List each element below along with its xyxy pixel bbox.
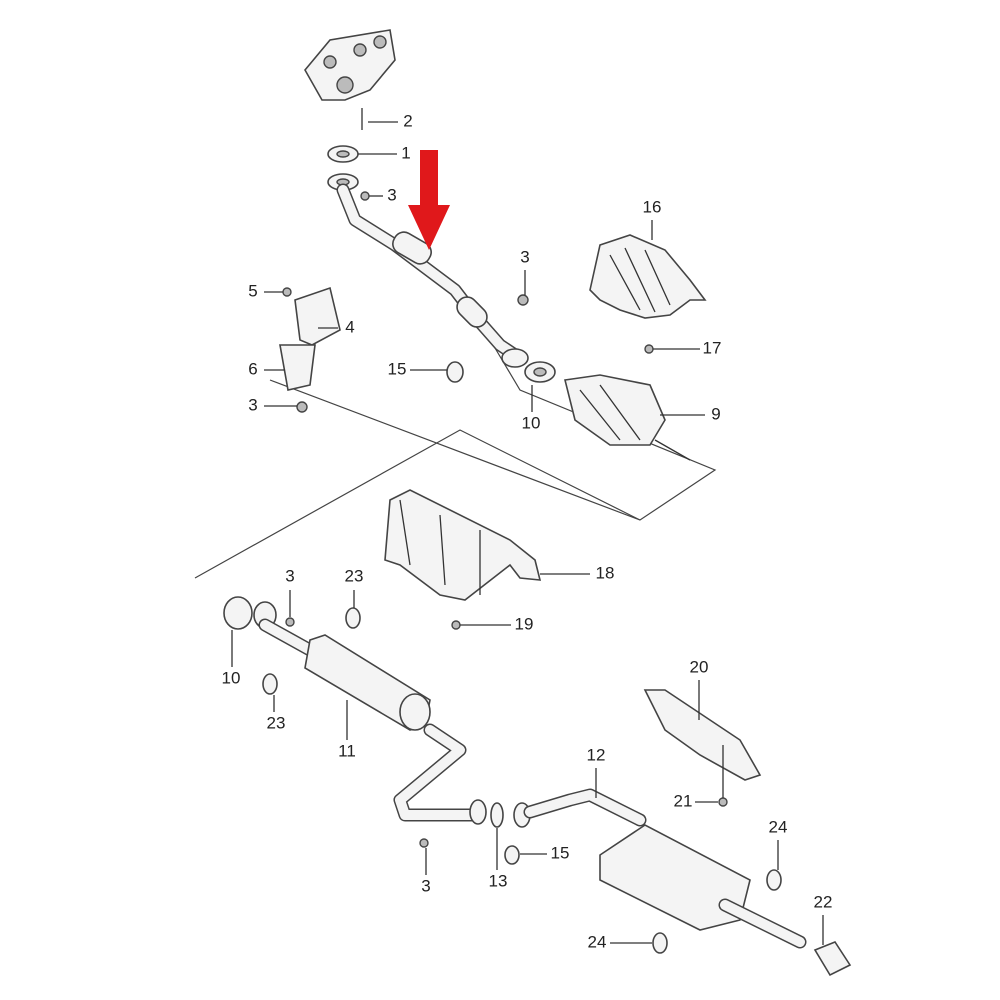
callout-24: 24 xyxy=(769,817,788,836)
callout-1: 1 xyxy=(401,143,410,162)
rear-muffler xyxy=(513,788,807,949)
nut-3d xyxy=(419,838,429,848)
callout-3: 3 xyxy=(421,876,430,895)
callout-21: 21 xyxy=(674,791,693,810)
gasket-13 xyxy=(490,802,504,828)
heat-shield-20 xyxy=(643,689,762,781)
callout-17: 17 xyxy=(703,338,722,357)
gaskets-1 xyxy=(327,145,359,191)
callout-3: 3 xyxy=(248,395,257,414)
callout-16: 16 xyxy=(643,197,662,216)
callout-22: 22 xyxy=(814,892,833,911)
nut-3b xyxy=(517,294,529,306)
red-down-arrow-icon xyxy=(408,150,450,250)
callout-5: 5 xyxy=(248,281,257,300)
callout-13: 13 xyxy=(489,871,508,890)
hanger-23-bottom xyxy=(262,673,278,695)
nut-21 xyxy=(718,797,728,807)
callout-3: 3 xyxy=(285,566,294,585)
lower-group-boundary xyxy=(194,429,641,579)
hanger-24-bottom xyxy=(652,932,668,954)
nut-19 xyxy=(451,620,461,630)
leader-lines xyxy=(231,121,824,945)
exhaust-manifold xyxy=(304,29,396,101)
bracket-4 xyxy=(279,286,341,413)
catalytic-converter xyxy=(501,348,691,461)
heat-shield-18 xyxy=(384,489,542,601)
heat-shield-16 xyxy=(589,234,707,319)
callout-4: 4 xyxy=(345,317,354,336)
upper-group-boundary xyxy=(269,347,717,521)
callout-10: 10 xyxy=(222,668,241,687)
callout-3: 3 xyxy=(520,247,529,266)
callout-15: 15 xyxy=(551,843,570,862)
hanger-24-right xyxy=(766,869,782,891)
nut-3c xyxy=(285,617,295,627)
callout-20: 20 xyxy=(690,657,709,676)
front-pipe xyxy=(336,183,522,362)
callout-10: 10 xyxy=(522,413,541,432)
callout-9: 9 xyxy=(711,404,720,423)
center-muffler xyxy=(223,596,487,825)
hanger-23-top xyxy=(345,607,361,629)
tail-pipe-22 xyxy=(813,941,852,977)
callout-6: 6 xyxy=(248,359,257,378)
nut-3 xyxy=(360,191,370,201)
callout-15: 15 xyxy=(388,359,407,378)
callout-23: 23 xyxy=(267,713,286,732)
callout-12: 12 xyxy=(587,745,606,764)
callout-23: 23 xyxy=(345,566,364,585)
callout-19: 19 xyxy=(515,614,534,633)
callout-3: 3 xyxy=(387,185,396,204)
hanger-15-upper xyxy=(446,361,464,383)
callout-2: 2 xyxy=(403,111,412,130)
callout-11: 11 xyxy=(338,741,356,760)
callout-24: 24 xyxy=(588,932,607,951)
hanger-15-lower xyxy=(504,845,520,865)
nut-17 xyxy=(644,344,654,354)
callout-18: 18 xyxy=(596,563,615,582)
